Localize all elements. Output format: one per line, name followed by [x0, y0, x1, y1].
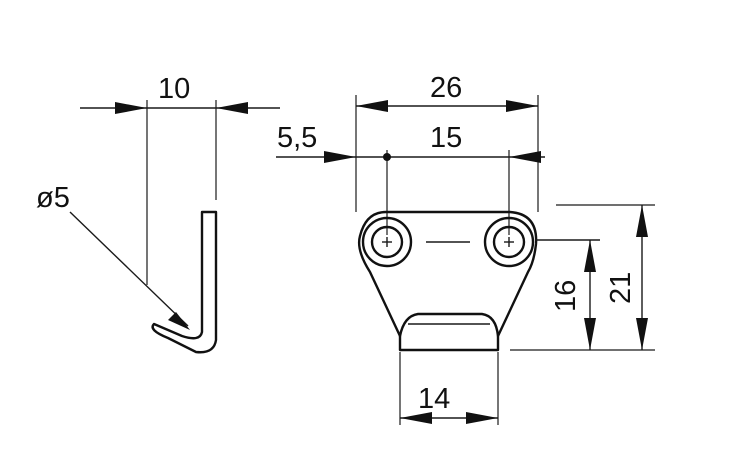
- right-hole-outer-ring: [483, 216, 535, 268]
- hole-to-base-arrow-bottom: [584, 318, 596, 350]
- hook-loop: [398, 312, 500, 338]
- diameter-label: ø5: [36, 182, 70, 214]
- hole-center-dot: [383, 153, 391, 161]
- front-view: 26 5,5 15 14: [276, 72, 655, 425]
- width-arrow-left: [115, 102, 147, 114]
- overall-height-arrow-top: [636, 205, 648, 237]
- diameter-arrow: [168, 312, 190, 330]
- left-hole-inner-ring: [370, 225, 404, 259]
- base-width-arrow-left: [400, 412, 432, 424]
- left-hole-outer-ring: [361, 216, 413, 268]
- base-width-label: 14: [418, 383, 450, 415]
- hole-spacing-arrow-right: [509, 151, 541, 163]
- edge-arrow: [324, 151, 356, 163]
- overall-width-arrow-right: [506, 100, 538, 112]
- base-width-arrow-right: [466, 412, 498, 424]
- overall-width-label: 26: [430, 72, 462, 104]
- hole-to-base-arrow-top: [584, 240, 596, 272]
- width-arrow-right: [216, 102, 248, 114]
- hook-profile: [151, 210, 218, 354]
- hole-to-base-label: 16: [550, 280, 582, 312]
- width-label: 10: [158, 73, 190, 105]
- overall-height-label: 21: [605, 272, 637, 304]
- overall-height-arrow-bottom: [636, 318, 648, 350]
- side-view: 10 ø5: [36, 73, 280, 354]
- hole-spacing-label: 15: [430, 122, 462, 154]
- plate-outline: [357, 210, 538, 352]
- diameter-leader-line: [69, 211, 189, 327]
- overall-width-arrow-left: [356, 100, 388, 112]
- right-hole-inner-ring: [492, 225, 526, 259]
- edge-to-hole-label: 5,5: [277, 122, 317, 154]
